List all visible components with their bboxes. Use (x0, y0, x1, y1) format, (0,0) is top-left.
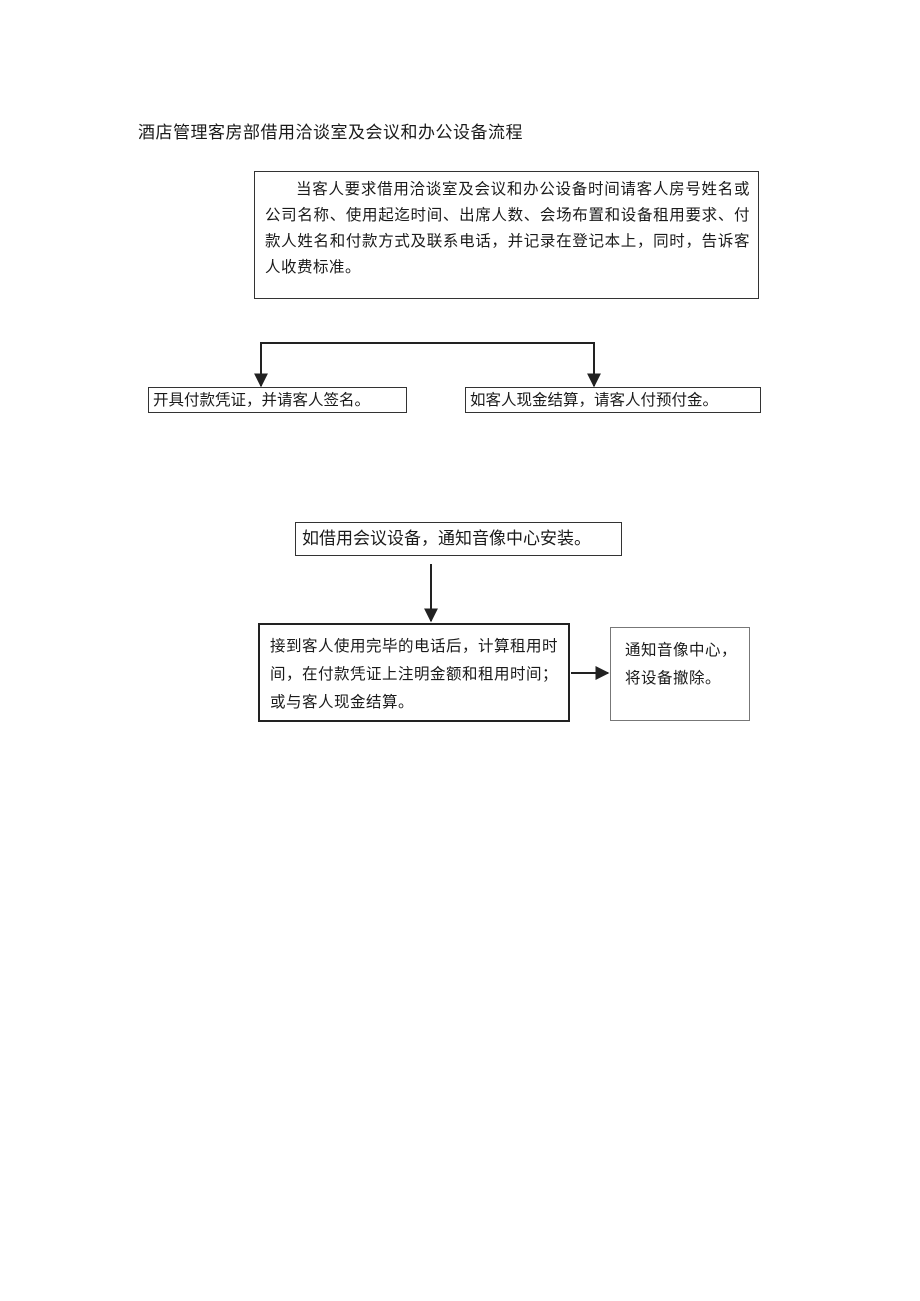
step-cash-deposit-text: 如客人现金结算，请客人付预付金。 (470, 391, 719, 409)
page-title: 酒店管理客房部借用洽谈室及会议和办公设备流程 (138, 123, 523, 143)
step-calculate-text: 接到客人使用完毕的电话后，计算租用时间，在付款凭证上注明金额和租用时间；或与客人… (270, 637, 559, 711)
step-voucher-text: 开具付款凭证，并请客人签名。 (153, 391, 371, 409)
split-connector (260, 342, 595, 386)
step-calculate-box: 接到客人使用完毕的电话后，计算租用时间，在付款凭证上注明金额和租用时间；或与客人… (258, 623, 570, 722)
step-request-text: 当客人要求借用洽谈室及会议和办公设备时间请客人房号姓名或公司名称、使用起迄时间、… (265, 180, 750, 276)
step-equipment-box: 如借用会议设备，通知音像中心安装。 (295, 522, 622, 556)
step-cash-deposit-box: 如客人现金结算，请客人付预付金。 (465, 387, 761, 413)
step-voucher-box: 开具付款凭证，并请客人签名。 (148, 387, 407, 413)
step-equipment-text: 如借用会议设备，通知音像中心安装。 (302, 529, 591, 549)
step-remove-box: 通知音像中心，将设备撤除。 (610, 627, 750, 721)
step-remove-text: 通知音像中心，将设备撤除。 (625, 641, 738, 687)
step-request-box: 当客人要求借用洽谈室及会议和办公设备时间请客人房号姓名或公司名称、使用起迄时间、… (254, 171, 759, 299)
